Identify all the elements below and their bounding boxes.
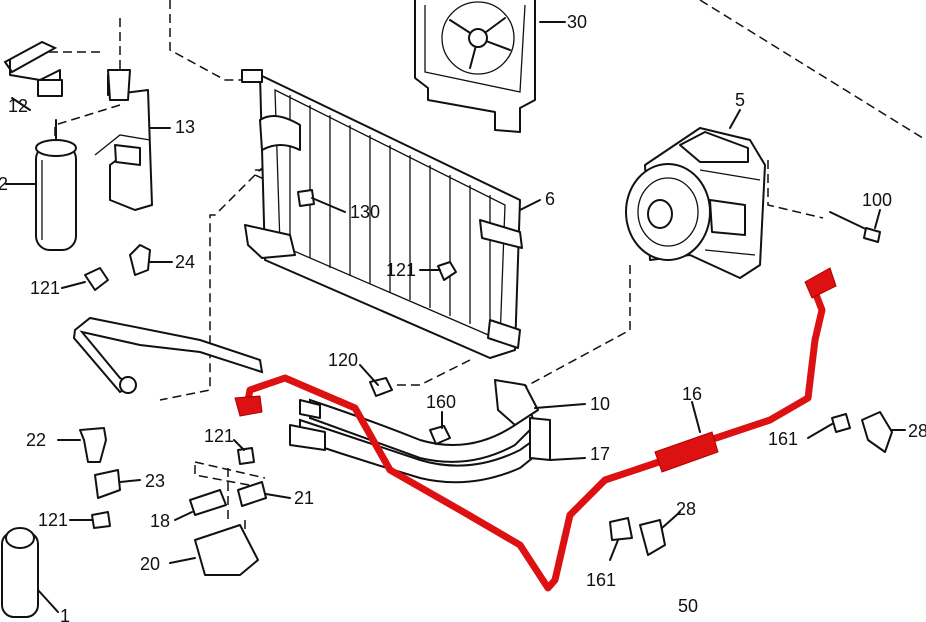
callout-24: 24 bbox=[175, 252, 195, 272]
callout-28-bottom: 28 bbox=[676, 499, 696, 519]
hose-10-17 bbox=[289, 379, 551, 484]
callout-20: 20 bbox=[140, 554, 160, 574]
callout-6: 6 bbox=[545, 189, 555, 209]
callout-161-right: 161 bbox=[768, 429, 798, 449]
callout-1: 1 bbox=[60, 606, 70, 622]
callout-121-condenser: 121 bbox=[386, 260, 416, 280]
callout-120: 120 bbox=[328, 350, 358, 370]
pipe-left bbox=[72, 316, 264, 394]
callout-121-left: 121 bbox=[30, 278, 60, 298]
callout-30: 30 bbox=[567, 12, 587, 32]
callout-16: 16 bbox=[682, 384, 702, 404]
callout-50: 50 bbox=[678, 596, 698, 616]
callout-28-right: 28 bbox=[908, 421, 926, 441]
callout-2: 2 bbox=[0, 174, 8, 194]
callout-23: 23 bbox=[145, 471, 165, 491]
callout-10: 10 bbox=[590, 394, 610, 414]
callout-labels: 1 2 5 6 10 12 13 16 17 18 20 21 22 23 24… bbox=[0, 12, 926, 622]
condenser-fan bbox=[414, 0, 536, 133]
leader-lines bbox=[5, 21, 906, 613]
callout-13: 13 bbox=[175, 117, 195, 137]
callout-100: 100 bbox=[862, 190, 892, 210]
callout-22: 22 bbox=[26, 430, 46, 450]
callout-160: 160 bbox=[426, 392, 456, 412]
callout-130: 130 bbox=[350, 202, 380, 222]
hardware bbox=[1, 189, 893, 618]
condenser bbox=[241, 69, 523, 359]
callout-121-bottom-left: 121 bbox=[38, 510, 68, 530]
callout-12: 12 bbox=[8, 96, 28, 116]
callout-5: 5 bbox=[735, 90, 745, 110]
compressor bbox=[625, 127, 881, 279]
receiver-drier bbox=[35, 119, 77, 251]
highlighted-line-16 bbox=[234, 267, 837, 592]
pipe-12-13 bbox=[3, 40, 153, 211]
callout-21: 21 bbox=[294, 488, 314, 508]
callout-161-bottom: 161 bbox=[586, 570, 616, 590]
callout-18: 18 bbox=[150, 511, 170, 531]
callout-121-bracket: 121 bbox=[204, 426, 234, 446]
callout-17: 17 bbox=[590, 444, 610, 464]
